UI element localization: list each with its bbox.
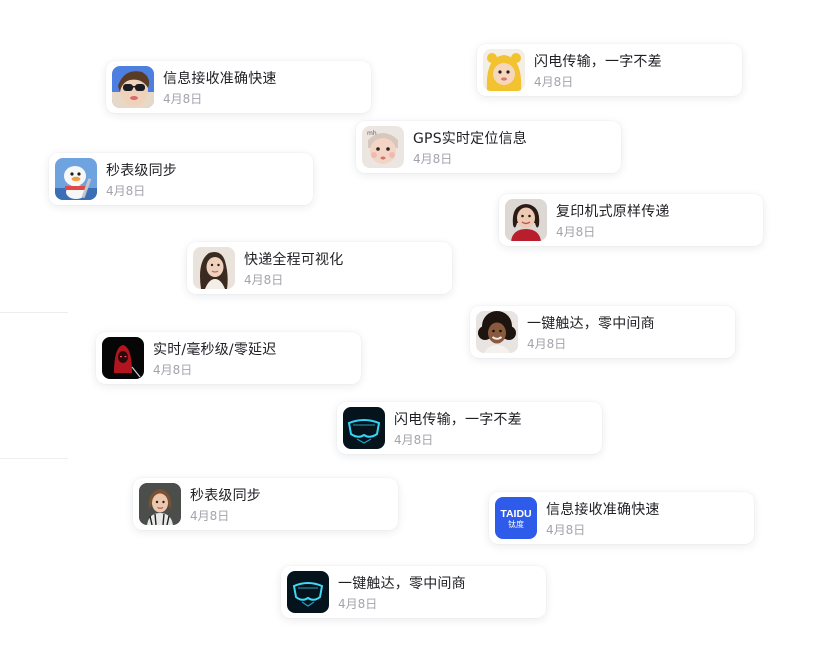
logo-text-bottom: 钛度 bbox=[508, 519, 524, 529]
notification-date: 4月8日 bbox=[527, 337, 567, 351]
taidu-logo-icon: TAIDU 钛度 bbox=[495, 497, 537, 539]
edge-divider bbox=[0, 458, 68, 459]
sunglasses-girl-avatar-icon bbox=[112, 66, 154, 108]
notification-title: 闪电传输，一字不差 bbox=[534, 54, 662, 70]
notification-date: 4月8日 bbox=[394, 433, 434, 447]
yellow-hood-child-avatar-icon bbox=[483, 49, 525, 91]
notification-card[interactable]: 一键触达，零中间商 4月8日 bbox=[281, 566, 546, 618]
notification-card[interactable]: 复印机式原样传递 4月8日 bbox=[499, 194, 763, 246]
striped-shirt-woman-avatar-icon bbox=[139, 483, 181, 525]
red-hood-figure-avatar-icon bbox=[102, 337, 144, 379]
notification-title: 秒表级同步 bbox=[106, 163, 177, 179]
notification-date: 4月8日 bbox=[153, 363, 193, 377]
notification-title: 闪电传输，一字不差 bbox=[394, 412, 522, 428]
notification-title: 一键触达，零中间商 bbox=[338, 576, 466, 592]
notification-date: 4月8日 bbox=[338, 597, 378, 611]
notification-title: 快递全程可视化 bbox=[244, 252, 344, 268]
red-sweater-woman-avatar-icon bbox=[505, 199, 547, 241]
notification-title: 一键触达，零中间商 bbox=[527, 316, 655, 332]
notification-card[interactable]: 实时/毫秒级/零延迟 4月8日 bbox=[96, 332, 361, 384]
cartoon-duck-avatar-icon bbox=[55, 158, 97, 200]
curly-hair-woman-avatar-icon bbox=[476, 311, 518, 353]
notification-card[interactable]: 快递全程可视化 4月8日 bbox=[187, 242, 452, 294]
notification-date: 4月8日 bbox=[190, 509, 230, 523]
notification-card[interactable]: mh GPS实时定位信息 4月8日 bbox=[356, 121, 621, 173]
notification-title: 信息接收准确快速 bbox=[163, 71, 277, 87]
neon-visor-avatar-icon bbox=[287, 571, 329, 613]
notification-card[interactable]: 秒表级同步 4月8日 bbox=[133, 478, 398, 530]
notification-date: 4月8日 bbox=[546, 523, 586, 537]
edge-divider bbox=[0, 312, 68, 313]
notification-card[interactable]: 一键触达，零中间商 4月8日 bbox=[470, 306, 735, 358]
notification-date: 4月8日 bbox=[556, 225, 596, 239]
neon-visor-avatar-icon bbox=[343, 407, 385, 449]
long-hair-woman-avatar-icon bbox=[193, 247, 235, 289]
notification-date: 4月8日 bbox=[244, 273, 284, 287]
logo-text-top: TAIDU bbox=[500, 508, 531, 520]
notification-date: 4月8日 bbox=[413, 152, 453, 166]
svg-text:mh: mh bbox=[367, 130, 377, 137]
notification-card[interactable]: 信息接收准确快速 4月8日 bbox=[106, 61, 371, 113]
notification-card[interactable]: 秒表级同步 4月8日 bbox=[49, 153, 313, 205]
baby-avatar-icon: mh bbox=[362, 126, 404, 168]
notification-title: 信息接收准确快速 bbox=[546, 502, 660, 518]
notification-title: GPS实时定位信息 bbox=[413, 131, 527, 147]
notification-title: 秒表级同步 bbox=[190, 488, 261, 504]
notification-title: 复印机式原样传递 bbox=[556, 204, 670, 220]
notification-title: 实时/毫秒级/零延迟 bbox=[153, 342, 277, 358]
notification-card[interactable]: 闪电传输，一字不差 4月8日 bbox=[477, 44, 742, 96]
notification-card[interactable]: 闪电传输，一字不差 4月8日 bbox=[337, 402, 602, 454]
notification-date: 4月8日 bbox=[163, 92, 203, 106]
notification-date: 4月8日 bbox=[106, 184, 146, 198]
notification-card[interactable]: TAIDU 钛度 信息接收准确快速 4月8日 bbox=[489, 492, 754, 544]
notification-date: 4月8日 bbox=[534, 75, 574, 89]
